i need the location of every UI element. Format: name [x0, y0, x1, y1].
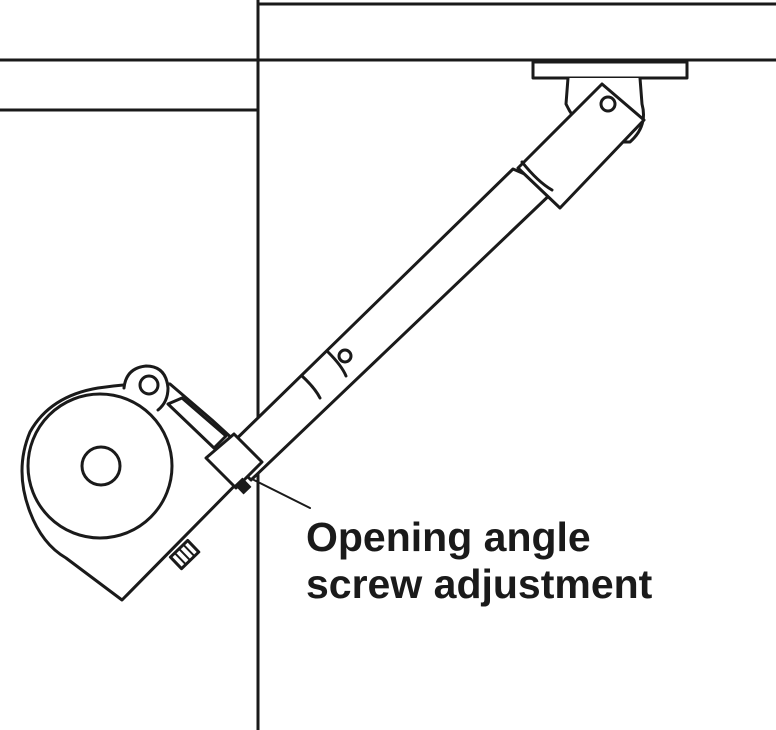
housing-drum-hub	[80, 445, 122, 487]
tube-rivet	[337, 348, 353, 364]
sleeve-join	[520, 160, 554, 192]
callout-leader-line	[253, 479, 311, 509]
tube-collar	[300, 350, 348, 400]
upper-pivot-pin	[599, 95, 617, 113]
lower-tube	[221, 167, 559, 482]
mounting-plate	[531, 60, 689, 80]
spring-housing	[20, 364, 264, 602]
housing-inner-plate	[166, 396, 228, 450]
arm-socket-block	[204, 432, 264, 490]
upper-sleeve	[516, 82, 646, 210]
mounting-ear-hole	[138, 374, 160, 396]
callout-line-2: screw adjustment	[306, 561, 653, 607]
callout-line-1: Opening angle	[306, 514, 591, 560]
adjustment-screw-icon	[234, 477, 252, 495]
callout-label: Opening angle screw adjustment	[306, 514, 652, 608]
lower-screw-icon	[168, 538, 201, 571]
stay-arm	[221, 82, 646, 482]
